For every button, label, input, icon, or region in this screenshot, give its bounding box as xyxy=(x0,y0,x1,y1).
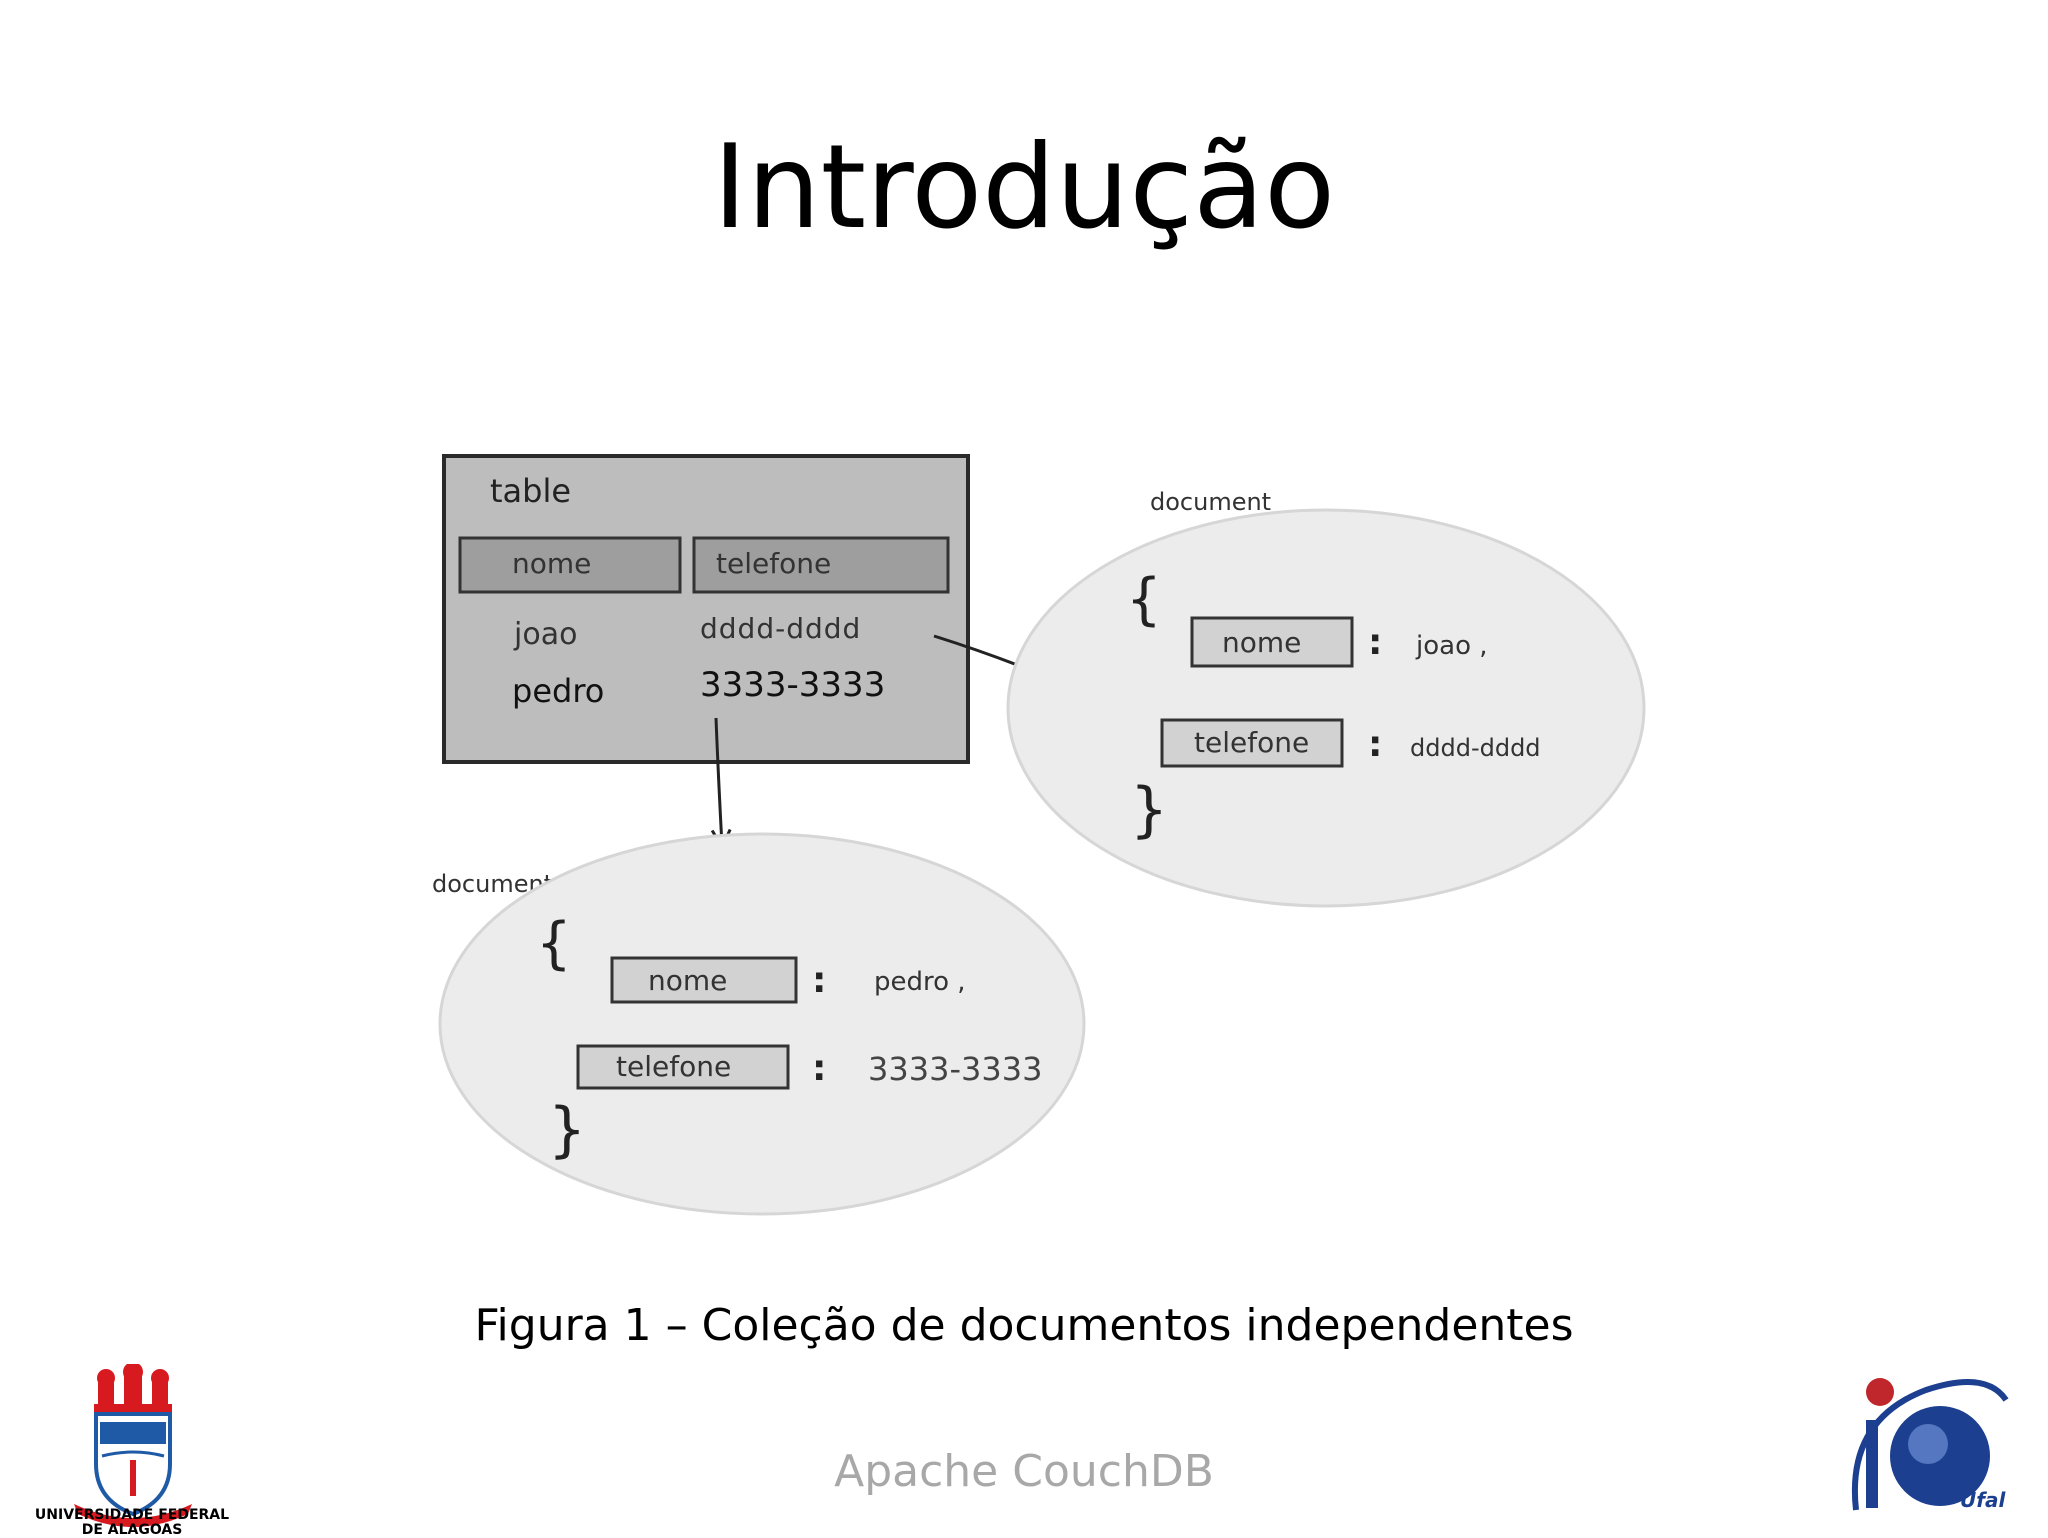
document-key-telefone: telefone xyxy=(616,1050,731,1083)
ufal-logo-label: Ufal xyxy=(1960,1488,2006,1512)
document-pedro: document { nome : pedro , telefone : 333… xyxy=(432,832,1086,1216)
document-separator: : xyxy=(1368,622,1382,663)
document-open-brace: { xyxy=(536,911,572,976)
document-open-brace: { xyxy=(1126,567,1162,632)
document-close-brace: } xyxy=(1130,775,1168,845)
document-key-box xyxy=(610,956,798,1004)
document-value-telefone: dddd-dddd xyxy=(1410,734,1541,762)
document-key-telefone: telefone xyxy=(1194,726,1309,759)
ufal-coat-of-arms-icon xyxy=(74,1364,192,1527)
ufal-name-text: UNIVERSIDADE FEDERAL DE ALAGOAS xyxy=(22,1508,242,1538)
table-row-joao-nome: joao xyxy=(513,617,577,652)
document-key-nome: nome xyxy=(1222,626,1301,659)
document-key-box xyxy=(576,1044,790,1090)
table-row-pedro-telefone: 3333-3333 xyxy=(700,665,885,705)
document-bubble xyxy=(438,832,1086,1216)
table-frame xyxy=(442,454,970,764)
ufal-name-line2: DE ALAGOAS xyxy=(81,1522,183,1538)
document-key-box xyxy=(1190,616,1354,668)
document-value-pedro: pedro , xyxy=(874,967,966,997)
table-header-cell xyxy=(458,536,682,594)
document-separator: : xyxy=(812,1048,826,1089)
document-key-nome: nome xyxy=(648,964,727,997)
arrow-to-document-pedro xyxy=(716,717,722,846)
document-bubble xyxy=(1006,508,1646,908)
document-key-box xyxy=(1160,718,1344,768)
ufal-name-line1: UNIVERSIDADE FEDERAL xyxy=(34,1507,230,1523)
document-close-brace: } xyxy=(548,1095,586,1165)
slide-title: Introdução xyxy=(712,120,1336,255)
document-joao: document { nome : joao , telefone : dddd… xyxy=(1006,488,1646,908)
table-block: table nome telefone joao dddd-dddd pedro… xyxy=(442,454,970,764)
table-label: table xyxy=(490,472,571,510)
ic-ufal-logo-icon xyxy=(1851,1378,2009,1511)
document-separator: : xyxy=(812,960,826,1001)
document-value-joao: joao , xyxy=(1415,631,1488,661)
document-value-telefone: 3333-3333 xyxy=(868,1050,1042,1088)
document-label: document xyxy=(1150,488,1271,516)
document-separator: : xyxy=(1368,724,1382,765)
slide-footer: Apache CouchDB xyxy=(834,1446,1214,1497)
table-header-cell xyxy=(692,536,950,594)
table-row-joao-telefone: dddd-dddd xyxy=(700,612,861,645)
table-header-telefone: telefone xyxy=(716,547,831,580)
table-row-pedro-nome: pedro xyxy=(512,672,604,710)
figure-caption: Figura 1 – Coleção de documentos indepen… xyxy=(474,1300,1574,1351)
table-header-nome: nome xyxy=(512,547,591,580)
